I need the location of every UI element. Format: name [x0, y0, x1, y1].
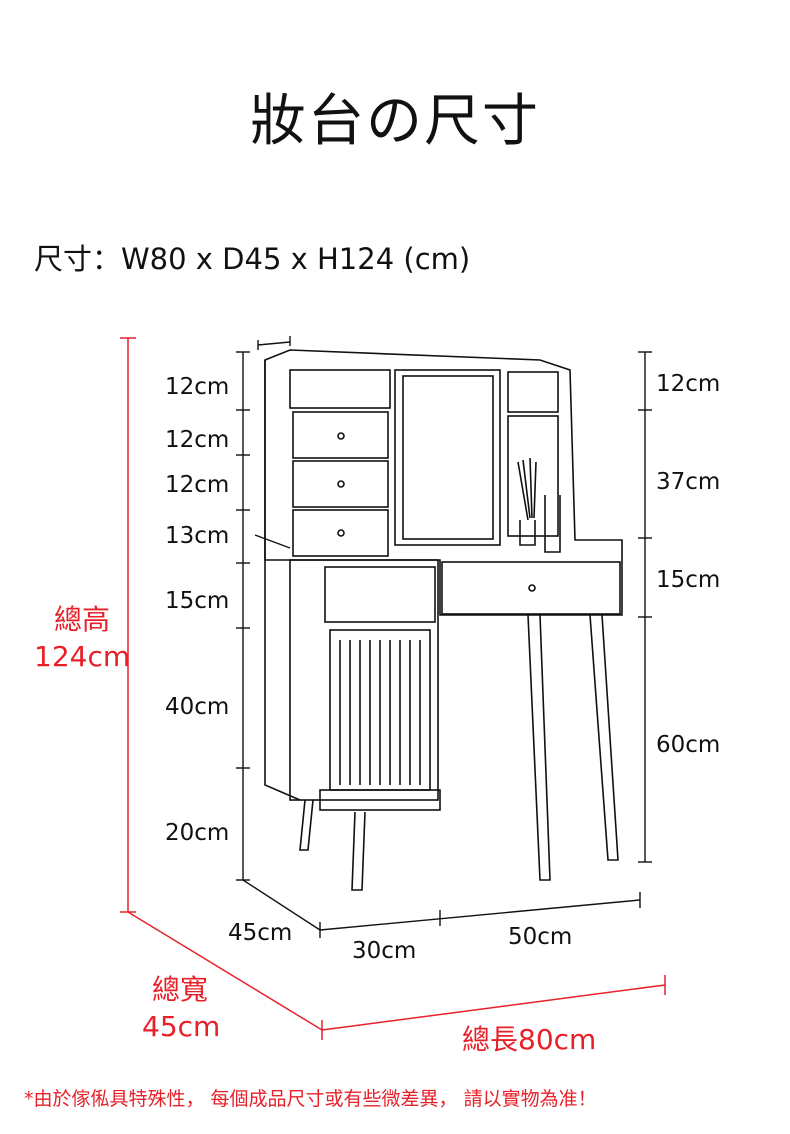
total-length: 總長80cm [462, 1023, 597, 1056]
right-dim-4: 60cm [656, 732, 721, 758]
right-dim-1: 12cm [656, 371, 721, 397]
left-dim-5: 15cm [165, 588, 230, 614]
total-width-value: 45cm [142, 1010, 221, 1043]
bottom-dim-depth: 45cm [228, 920, 293, 946]
footnote: *由於傢俬具特殊性， 每個成品尺寸或有些微差異， 請以實物為准！ [24, 1088, 597, 1110]
left-dim-6: 40cm [165, 694, 230, 720]
bottom-dim-left: 30cm [352, 938, 417, 964]
left-dim-3: 12cm [165, 472, 230, 498]
right-dim-2: 37cm [656, 469, 721, 495]
right-dim-3: 15cm [656, 567, 721, 593]
left-dim-2: 12cm [165, 427, 230, 453]
total-width-label: 總寬 [152, 973, 209, 1006]
bottom-dim-right: 50cm [508, 924, 573, 950]
left-dim-1: 12cm [165, 374, 230, 400]
left-dim-4: 13cm [165, 523, 230, 549]
total-height-value: 124cm [34, 640, 131, 673]
left-dim-7: 20cm [165, 820, 230, 846]
spec-line: 尺寸：W80 x D45 x H124 (cm) [34, 242, 471, 276]
page-title: 妝台の尺寸 [250, 89, 540, 154]
total-height-label: 總高 [54, 603, 111, 636]
